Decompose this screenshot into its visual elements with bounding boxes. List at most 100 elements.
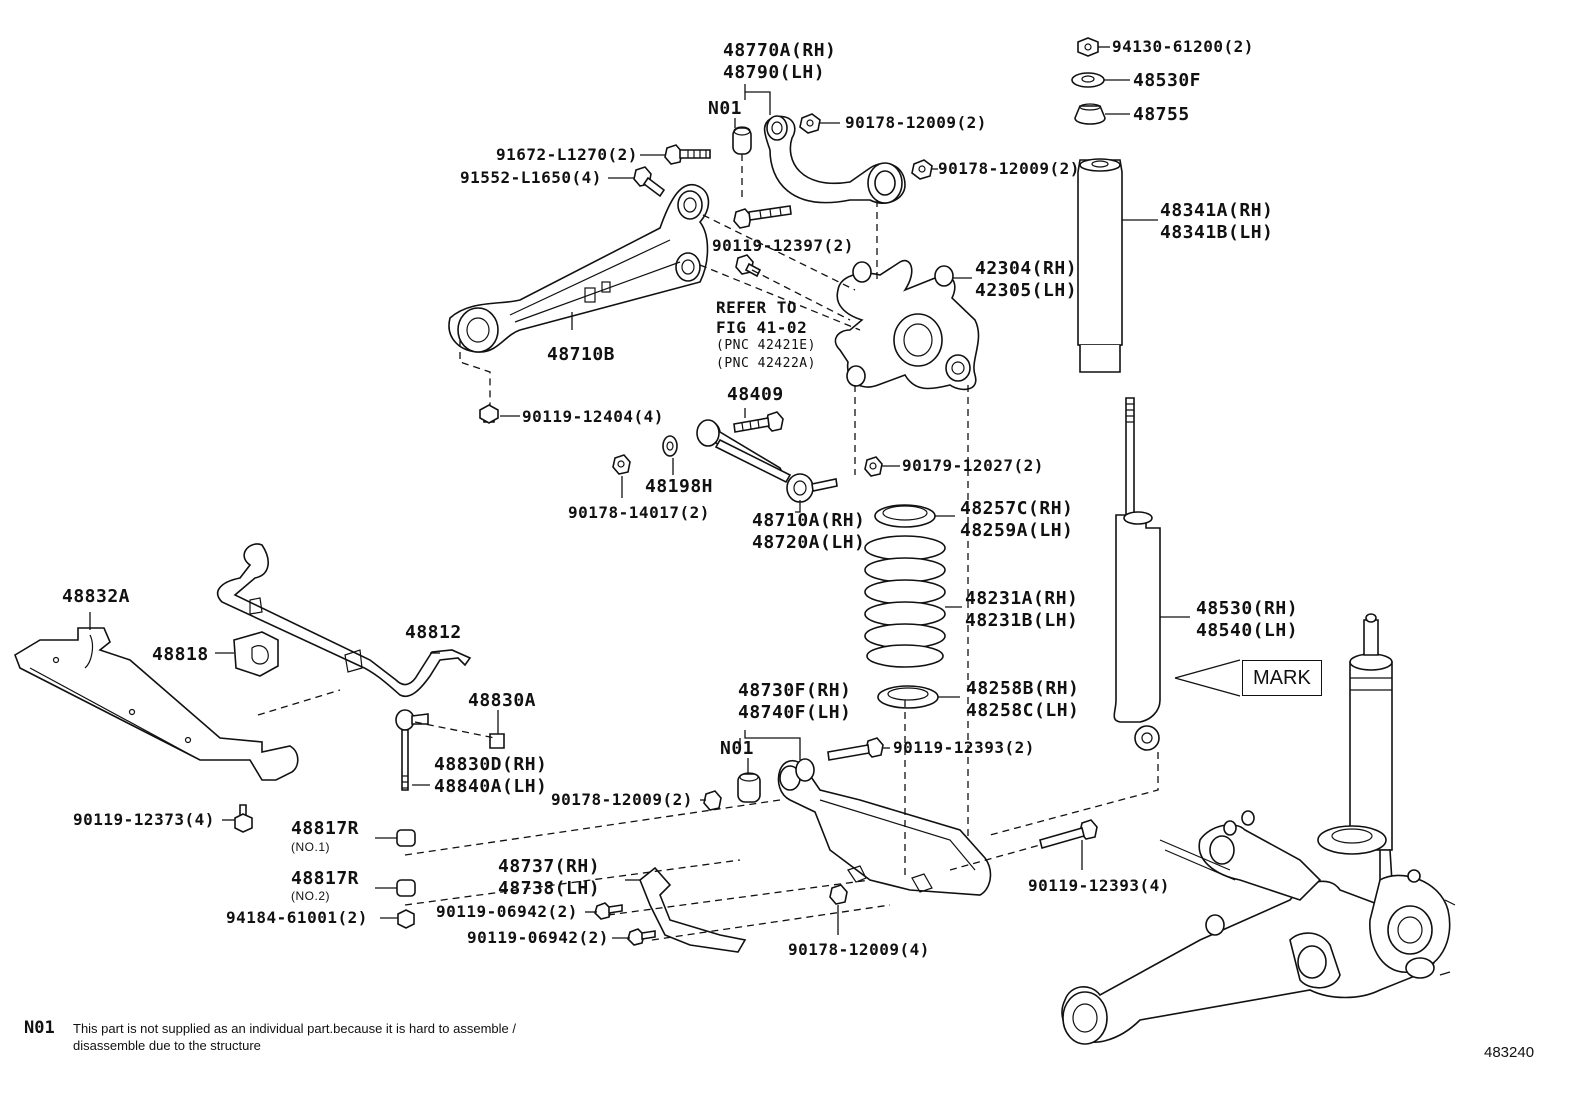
nut-94130: [1077, 37, 1099, 57]
bolt-90119-06942-b: [627, 928, 656, 946]
label-refer-4: (PNC 42422A): [716, 356, 816, 371]
label-48817r-2: 48817R: [291, 868, 360, 889]
nut-48830a: [489, 733, 505, 749]
label-90178-14017: 90178-14017(2): [568, 503, 710, 522]
footnote-code: N01: [24, 1018, 55, 1038]
label-90119-12397: 90119-12397(2): [712, 236, 854, 255]
label-48818: 48818: [152, 644, 209, 665]
footnote-line-1: This part is not supplied as an individu…: [73, 1021, 516, 1036]
lower-arm-48730f: [777, 758, 992, 896]
label-48341a: 48341A(RH): [1160, 200, 1274, 221]
label-48730f: 48730F(RH): [738, 680, 852, 701]
cushion-48755: [1074, 103, 1106, 125]
knuckle-42304: [834, 259, 980, 391]
label-90178-12009-a: 90178-12009(2): [845, 113, 987, 132]
mark-box: MARK: [1242, 660, 1322, 696]
label-48710b: 48710B: [547, 344, 616, 365]
label-90119-12404: 90119-12404(4): [522, 407, 664, 426]
stabilizer-bar-48812: [216, 543, 472, 697]
washer-48530f: [1071, 72, 1105, 88]
nut-90179-12027: [864, 456, 883, 477]
leader-lines: [89, 46, 1241, 939]
label-48812: 48812: [405, 622, 462, 643]
label-refer-2: FIG 41-02: [716, 318, 808, 337]
label-48231a: 48231A(RH): [965, 588, 1079, 609]
label-94130: 94130-61200(2): [1112, 37, 1254, 56]
label-48790: 48790(LH): [723, 62, 826, 83]
label-48755: 48755: [1133, 104, 1190, 125]
lateral-rod-48710a: [696, 419, 838, 503]
label-90178-12009-c: 90178-12009(2): [551, 790, 693, 809]
label-48737: 48737(RH): [498, 856, 601, 877]
nut-90178-12009-c: [703, 790, 722, 811]
bracket-48832a: [14, 627, 299, 781]
cover-48737: [639, 866, 747, 953]
label-91672: 91672-L1270(2): [496, 145, 638, 164]
label-48530f: 48530F: [1133, 70, 1202, 91]
label-48830d: 48830D(RH): [434, 754, 548, 775]
figure-number: 483240: [1484, 1044, 1535, 1061]
label-42305: 42305(LH): [975, 280, 1078, 301]
bushing-48817r-1: [396, 829, 416, 847]
label-48259a: 48259A(LH): [960, 520, 1074, 541]
label-48710a: 48710A(RH): [752, 510, 866, 531]
label-no2: (NO.2): [291, 889, 330, 903]
label-48231b: 48231B(LH): [965, 610, 1079, 631]
label-48738: 48738(LH): [498, 878, 601, 899]
nut-90178-12009-b: [911, 159, 933, 180]
label-48258b: 48258B(RH): [966, 678, 1080, 699]
bolt-90119-12373: [234, 804, 253, 833]
bushing-n01-mid: [737, 772, 761, 803]
alignment-lines: [257, 154, 1159, 941]
link-48830d: [395, 709, 429, 791]
assembled-suspension-view: [1061, 613, 1456, 1045]
label-90178-12009-d: 90178-12009(4): [788, 940, 930, 959]
label-90178-12009-b: 90178-12009(2): [938, 159, 1080, 178]
coil-spring-48231a: [864, 535, 946, 668]
label-48740f: 48740F(LH): [738, 702, 852, 723]
bushing-n01-top: [732, 126, 752, 155]
nut-90178-12009-a: [799, 113, 821, 134]
label-n01-mid: N01: [720, 738, 755, 759]
label-48257c: 48257C(RH): [960, 498, 1074, 519]
label-48540: 48540(LH): [1196, 620, 1299, 641]
label-n01-top: N01: [708, 98, 743, 119]
label-90119-12393-a: 90119-12393(2): [893, 738, 1035, 757]
trailing-arm-48710b: [448, 183, 710, 353]
bolt-90119-12393-a: [827, 737, 884, 761]
label-90119-06942-a: 90119-06942(2): [436, 902, 578, 921]
label-48341b: 48341B(LH): [1160, 222, 1274, 243]
label-48258c: 48258C(LH): [966, 700, 1080, 721]
label-48409: 48409: [727, 384, 784, 405]
label-no1: (NO.1): [291, 840, 330, 854]
label-94184: 94184-61001(2): [226, 908, 368, 927]
spring-seat-lower-48258b: [877, 685, 939, 709]
nut-90178-12009-d: [829, 884, 848, 905]
shock-absorber-48530: [1113, 397, 1161, 751]
label-90179-12027: 90179-12027(2): [902, 456, 1044, 475]
bushing-48817r-2: [396, 879, 416, 897]
bolt-90119-12404: [479, 404, 499, 424]
label-90119-12393-b: 90119-12393(4): [1028, 876, 1170, 895]
bumper-48341a: [1077, 158, 1123, 373]
bolt-91552: [633, 166, 666, 198]
label-91552: 91552-L1650(4): [460, 168, 602, 187]
bushing-48818: [233, 631, 279, 677]
label-42304: 42304(RH): [975, 258, 1078, 279]
nut-90178-14017: [612, 454, 631, 475]
label-90119-06942-b: 90119-06942(2): [467, 928, 609, 947]
label-48720a: 48720A(LH): [752, 532, 866, 553]
label-refer-1: REFER TO: [716, 298, 798, 317]
label-48817r-1: 48817R: [291, 818, 360, 839]
bolt-90119-12393-b: [1039, 819, 1098, 849]
label-48832a: 48832A: [62, 586, 131, 607]
spring-seat-upper-48257c: [874, 504, 936, 528]
nut-94184: [397, 909, 415, 929]
label-48530: 48530(RH): [1196, 598, 1299, 619]
bolt-90119-12397: [733, 205, 792, 229]
label-48770a: 48770A(RH): [723, 40, 837, 61]
bolt-91672: [664, 144, 711, 165]
label-48840a: 48840A(LH): [434, 776, 548, 797]
